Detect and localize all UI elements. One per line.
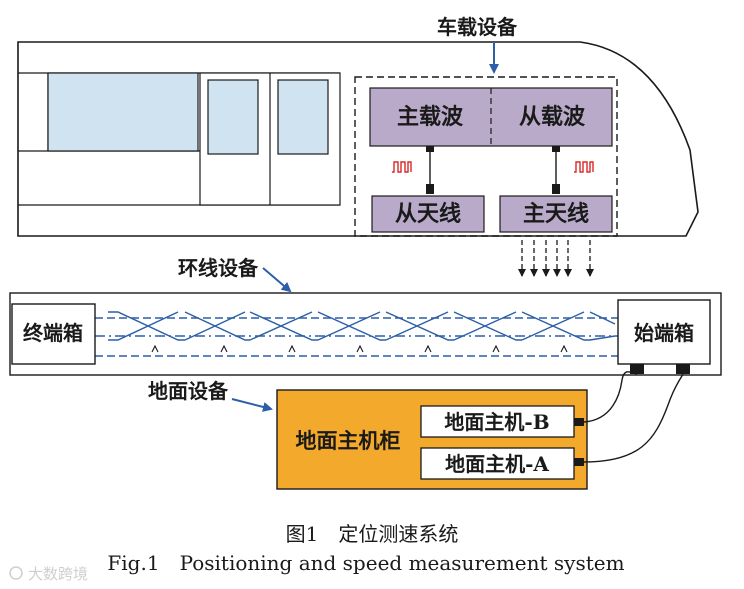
ground-host-b-box bbox=[420, 405, 575, 438]
end-box-label: 终端箱 bbox=[23, 321, 83, 345]
ground-equipment-label: 地面设备 bbox=[148, 379, 229, 403]
host-b-port bbox=[574, 418, 584, 426]
master-antenna-label: 主天线 bbox=[523, 201, 589, 227]
pulse-signal-icon-right bbox=[574, 161, 594, 173]
ground-pointer-arrow bbox=[231, 398, 273, 412]
ground-host-b-label: 地面主机-B bbox=[444, 410, 549, 434]
watermark: 大数跨境 bbox=[9, 565, 88, 583]
onboard-equipment-label: 车载设备 bbox=[437, 15, 518, 39]
master-carrier-label: 主载波 bbox=[397, 104, 464, 130]
watermark-text: 大数跨境 bbox=[28, 565, 88, 583]
ground-cabinet-label: 地面主机柜 bbox=[296, 428, 401, 453]
slave-antenna-box bbox=[371, 195, 485, 233]
start-box-port-2 bbox=[676, 364, 690, 374]
loop-cable-pattern bbox=[95, 311, 618, 357]
ground-host-a-box bbox=[420, 447, 575, 480]
carrier-module bbox=[369, 87, 613, 147]
loop-equipment-label: 环线设备 bbox=[178, 256, 259, 280]
train-door bbox=[199, 72, 341, 206]
slave-carrier-label: 从载波 bbox=[519, 104, 586, 130]
onboard-dashed-frame bbox=[354, 76, 618, 237]
feeder-cables bbox=[583, 371, 684, 463]
caption-en: Fig.1 Positioning and speed measurement … bbox=[107, 551, 624, 575]
master-antenna-box bbox=[499, 195, 613, 233]
caption-zh: 图1 定位测速系统 bbox=[286, 522, 459, 546]
loop-crossing-ticks bbox=[151, 344, 568, 353]
signal-coupling-arrows bbox=[518, 240, 594, 277]
loop-pointer-arrow bbox=[262, 267, 292, 293]
pulse-signal-icon-left bbox=[392, 161, 412, 173]
start-box-port-1 bbox=[630, 364, 644, 374]
antenna-connector-left bbox=[426, 146, 434, 194]
train-window bbox=[47, 72, 199, 152]
end-box bbox=[11, 303, 96, 365]
start-box bbox=[617, 299, 711, 365]
slave-antenna-label: 从天线 bbox=[395, 201, 461, 227]
watermark-logo-icon bbox=[9, 566, 23, 580]
host-a-port bbox=[574, 458, 584, 466]
ground-host-a-label: 地面主机-A bbox=[445, 452, 549, 476]
start-box-label: 始端箱 bbox=[634, 321, 694, 345]
antenna-connector-right bbox=[552, 146, 560, 194]
